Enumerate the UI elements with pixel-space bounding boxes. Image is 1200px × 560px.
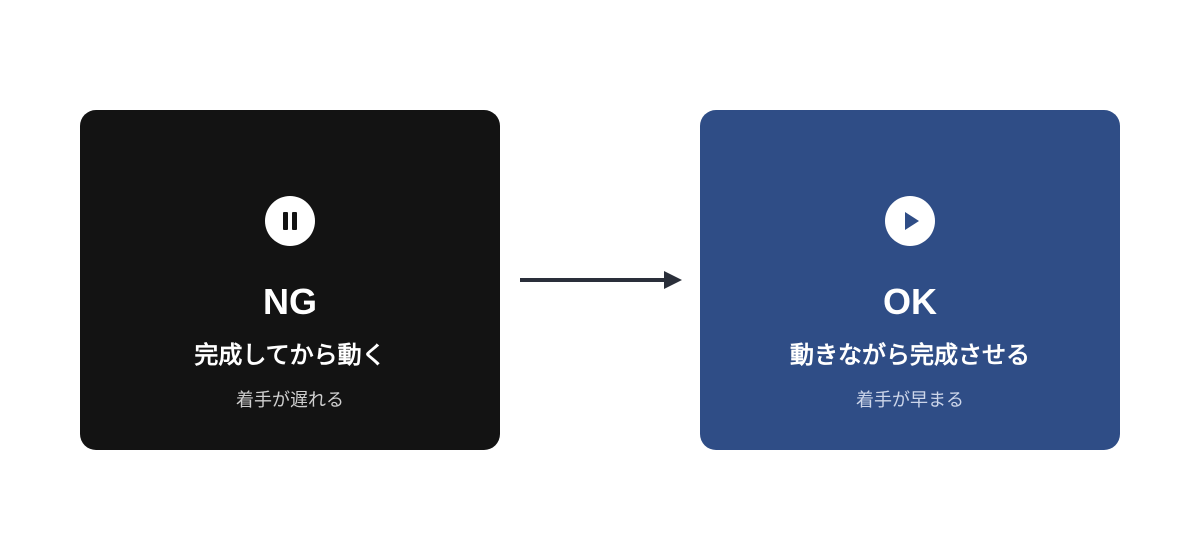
ng-subtitle: 着手が遅れる (236, 390, 344, 411)
play-icon (885, 196, 935, 246)
arrow-right-icon (520, 271, 682, 289)
ok-subtitle: 着手が早まる (856, 390, 964, 411)
pause-bar-left (283, 212, 288, 230)
ok-title: 動きながら完成させる (790, 341, 1030, 369)
ok-label: OK (883, 281, 937, 322)
ng-card: NG 完成してから動く 着手が遅れる (80, 110, 500, 450)
pause-bar-right (292, 212, 297, 230)
pause-icon (265, 196, 315, 246)
arrow-head (664, 271, 682, 289)
ok-card: OK 動きながら完成させる 着手が早まる (700, 110, 1120, 450)
ng-title: 完成してから動く (194, 341, 386, 369)
ng-label: NG (263, 281, 317, 322)
play-triangle (905, 212, 919, 230)
